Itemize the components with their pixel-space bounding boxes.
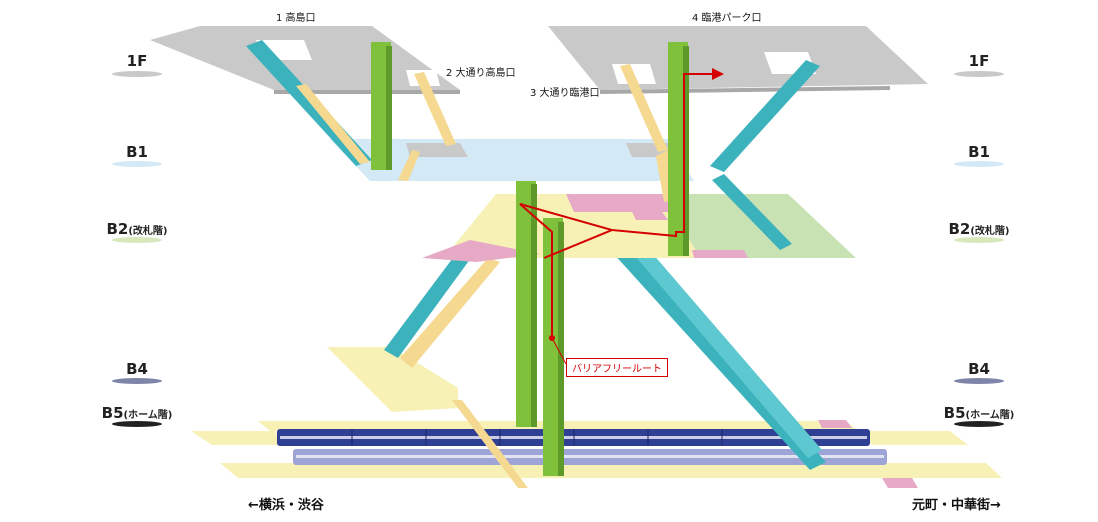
b4-floor	[327, 347, 458, 412]
floor-b4-text-right: B4	[968, 360, 990, 378]
b4-level	[327, 347, 528, 488]
barrier-free-route-label: バリアフリールート	[566, 358, 668, 377]
floor-marker-b5-right	[954, 421, 1004, 427]
f1-left-edge	[274, 90, 460, 94]
floor-b5-sub: (ホーム階)	[123, 410, 173, 421]
floor-label-b4-left: B4	[92, 360, 182, 378]
b1-gray-left	[406, 143, 468, 157]
route-leader	[551, 337, 567, 365]
b5-platform-level	[191, 420, 1002, 488]
elevator-1f-b2-right-side	[683, 46, 689, 256]
floor-label-b1-right: B1	[934, 143, 1024, 161]
stairs-b4-b5	[452, 400, 528, 488]
barrier-free-route	[519, 68, 724, 365]
floor-marker-b1-left	[112, 161, 162, 167]
floor-1f-text-right: 1F	[968, 52, 990, 70]
f1-right-floor	[548, 26, 928, 90]
floor-b5-text: B5	[101, 404, 124, 422]
floor-label-b5-right: B5(ホーム階)	[934, 404, 1024, 422]
floor-marker-1f-left	[112, 71, 162, 77]
floor-b2-sub: (改札階)	[128, 226, 168, 237]
elevator-shafts	[371, 42, 689, 476]
exit-label-4: 4 臨港パーク口	[692, 13, 762, 24]
exit-label-3: 3 大通り臨港口	[530, 88, 600, 99]
platform-upper	[191, 431, 282, 445]
floor-label-b1-left: B1	[92, 143, 182, 161]
b2-concourse	[422, 174, 856, 262]
exit-label-1: 1 高島口	[276, 13, 316, 24]
floor-b5-text-right: B5	[943, 404, 966, 422]
stairs-1f-b1-left	[296, 84, 370, 164]
platform-lower	[220, 463, 1002, 478]
direction-right: 元町・中華街→	[912, 498, 1001, 513]
escalator-1f-b1-right	[710, 60, 820, 172]
escalator-b2-green	[712, 174, 792, 250]
direction-left: ←横浜・渋谷	[248, 498, 324, 513]
floor-marker-b1-right	[954, 161, 1004, 167]
route-arrowhead	[712, 68, 724, 80]
b2-pink-right	[692, 250, 748, 258]
platform-pink	[818, 420, 852, 428]
f1-right-block	[548, 26, 928, 172]
floor-marker-1f-right	[954, 71, 1004, 77]
elevator-b2-b5-front-side	[558, 222, 564, 476]
platform-pink-lower	[882, 478, 918, 488]
stairs-b1-b2-left	[398, 150, 420, 181]
floor-marker-b2-left	[112, 237, 162, 243]
floor-label-1f-right: 1F	[934, 52, 1024, 70]
floor-b2-text: B2	[106, 220, 129, 238]
b2-pink-right2	[632, 212, 668, 220]
stairs-1f-b1-left2	[414, 72, 456, 146]
exit-label-2: 2 大通り高島口	[446, 68, 516, 79]
floor-label-1f-left: 1F	[92, 52, 182, 70]
b2-pink-top	[566, 194, 676, 212]
platform-upper-right	[862, 431, 968, 445]
floor-b2-text-right: B2	[948, 220, 971, 238]
floor-b2-sub-right: (改札階)	[970, 226, 1010, 237]
floor-b1-text: B1	[126, 143, 148, 161]
floor-label-b2-right: B2(改札階)	[934, 220, 1024, 238]
elevator-1f-b1-left-side	[386, 46, 392, 170]
floor-b4-text: B4	[126, 360, 148, 378]
floor-marker-b4-right	[954, 378, 1004, 384]
b2-pink-left	[422, 240, 540, 262]
floor-marker-b5-left	[112, 421, 162, 427]
floor-label-b2-left: B2(改札階)	[92, 220, 182, 238]
floor-b5-sub-right: (ホーム階)	[965, 410, 1015, 421]
floor-marker-b2-right	[954, 237, 1004, 243]
elevator-b2-b5-back-side	[531, 184, 537, 427]
floor-1f-text: 1F	[126, 52, 148, 70]
stairs-1f-b1-right	[620, 64, 668, 152]
floor-b1-text-right: B1	[968, 143, 990, 161]
floor-label-b4-right: B4	[934, 360, 1024, 378]
stairs-b2-b4	[400, 258, 500, 368]
escalator-b2-b5-2	[630, 246, 822, 458]
floor-marker-b4-left	[112, 378, 162, 384]
floor-label-b5-left: B5(ホーム階)	[92, 404, 182, 422]
train-lower	[293, 449, 887, 465]
route-line	[519, 73, 716, 338]
b2-green-area	[640, 194, 856, 258]
